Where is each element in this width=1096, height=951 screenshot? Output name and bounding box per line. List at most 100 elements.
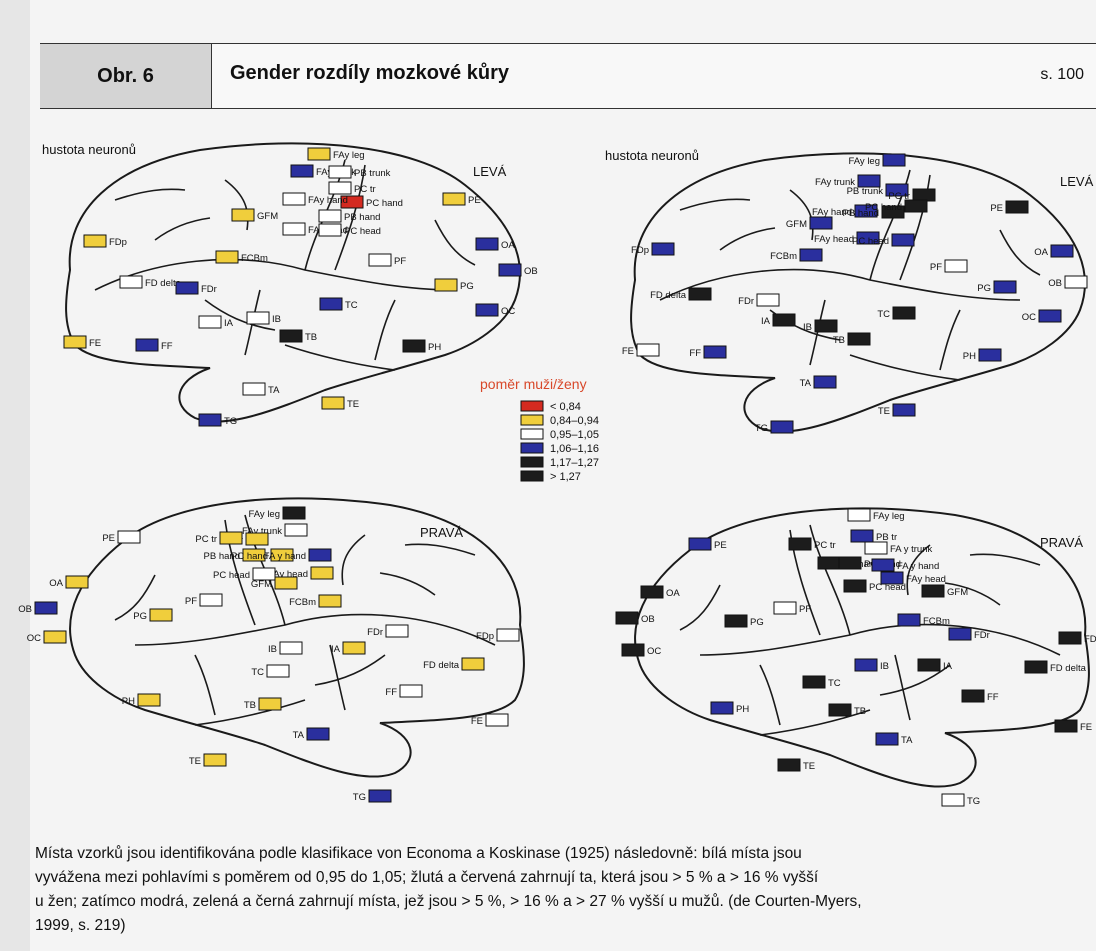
sulcus-line — [134, 613, 496, 646]
marker-top-left-pb-trunk — [328, 165, 352, 179]
marker-label-bottom-right-fay-leg: FAy leg — [873, 511, 905, 522]
marker-bottom-left-ia — [342, 641, 366, 655]
marker-top-left-fay-leg — [307, 147, 331, 161]
marker-label-bottom-right-fa-y-trunk: FA y trunk — [890, 544, 932, 555]
marker-bottom-left-fcbm — [318, 594, 342, 608]
marker-label-bottom-right-gfm: GFM — [947, 587, 968, 598]
marker-bottom-left-ff — [399, 684, 423, 698]
legend-swatch-5 — [520, 470, 544, 482]
marker-bottom-right-te — [777, 758, 801, 772]
marker-top-left-tg — [198, 413, 222, 427]
marker-label-bottom-right-pc-tr: PC tr — [814, 540, 836, 551]
marker-label-bottom-right-fdp: FDp — [1084, 634, 1096, 645]
marker-label-top-left-oc: OC — [501, 306, 515, 317]
marker-label-bottom-left-gfm: GFM — [251, 579, 272, 590]
marker-bottom-right-pc-hand — [838, 556, 862, 570]
marker-bottom-left-fd-delta — [461, 657, 485, 671]
marker-label-bottom-right-ph: PH — [736, 704, 749, 715]
marker-bottom-right-tc — [802, 675, 826, 689]
marker-bottom-right-ib — [854, 658, 878, 672]
marker-bottom-left-oc — [43, 630, 67, 644]
marker-label-bottom-right-ta: TA — [901, 735, 913, 746]
marker-label-bottom-right-fa-y-hand: FA y hand — [897, 561, 939, 572]
marker-label-top-left-tb: TB — [305, 332, 317, 343]
marker-bottom-right-ia — [917, 658, 941, 672]
marker-bottom-right-fa-y-trunk — [864, 541, 888, 555]
sulcus-line — [379, 572, 436, 596]
marker-label-top-left-pg: PG — [460, 281, 474, 292]
brain-bottom-left: PRAVÁ — [69, 497, 525, 778]
marker-bottom-left-pb-hand — [242, 548, 266, 562]
marker-label-bottom-left-ff: FF — [385, 687, 397, 698]
brain-outline — [630, 152, 1086, 433]
legend-title: poměr muži/ženy — [480, 376, 587, 392]
sulcus-line — [329, 644, 346, 711]
marker-bottom-right-pg — [724, 614, 748, 628]
marker-bottom-left-pc-tr — [219, 531, 243, 545]
marker-bottom-right-fd-delta — [1024, 660, 1048, 674]
marker-top-left-pf — [368, 253, 392, 267]
marker-label-top-left-fd-delta: FD delta — [145, 278, 182, 289]
marker-top-right-fd-delta — [688, 287, 712, 301]
sulcus-line — [999, 229, 1041, 276]
marker-bottom-left-pc-hand — [270, 548, 294, 562]
legend-swatch-1 — [520, 414, 544, 426]
marker-bottom-left-gfm — [274, 576, 298, 590]
sulcus-line — [224, 179, 249, 231]
marker-top-left-oa — [475, 237, 499, 251]
marker-top-left-ob — [498, 263, 522, 277]
marker-label-top-left-pb-trunk: PB trunk — [354, 168, 391, 179]
sulcus-line — [969, 553, 1041, 566]
marker-label-top-right-fay-trunk: FAy trunk — [815, 177, 855, 188]
marker-bottom-right-fay-head — [880, 571, 904, 585]
marker-label-bottom-left-pc-tr: PC tr — [195, 534, 217, 545]
marker-bottom-right-oc — [621, 643, 645, 657]
marker-top-right-fay-leg — [882, 153, 906, 167]
marker-label-top-left-tc: TC — [345, 300, 358, 311]
sulcus-line — [659, 268, 1021, 301]
figure-label: Obr. 6 — [40, 44, 212, 108]
marker-top-right-tg — [770, 420, 794, 434]
marker-top-right-ia — [772, 313, 796, 327]
marker-top-right-te — [892, 403, 916, 417]
marker-bottom-left-pb-tr — [245, 532, 269, 546]
sulcus-line — [194, 699, 306, 726]
marker-label-bottom-left-ta: TA — [293, 730, 305, 741]
marker-label-top-right-tb: TB — [833, 335, 845, 346]
brain-bottom-right: PRAVÁ — [634, 507, 1090, 788]
marker-label-bottom-left-fcbm: FCBm — [289, 597, 316, 608]
marker-label-bottom-left-fe: FE — [471, 716, 483, 727]
marker-label-top-left-fdp: FDp — [109, 237, 127, 248]
marker-label-bottom-right-tg: TG — [967, 796, 980, 807]
marker-top-right-tc — [892, 306, 916, 320]
marker-label-top-right-pc-hand: PC hand — [865, 202, 902, 213]
marker-label-bottom-right-tc: TC — [828, 678, 841, 689]
marker-top-left-pb-hand — [318, 209, 342, 223]
legend-label-3: 1,06–1,16 — [550, 443, 599, 455]
marker-label-top-right-pc-head: PC head — [852, 236, 889, 247]
caption-line-2: vyvážena mezi pohlavími s poměrem od 0,9… — [35, 869, 819, 886]
sulcus-line — [894, 654, 911, 721]
marker-label-bottom-left-fdr: FDr — [367, 627, 383, 638]
marker-bottom-right-pf — [773, 601, 797, 615]
hemisphere-label: PRAVÁ — [1040, 535, 1083, 550]
marker-label-bottom-left-ob: OB — [18, 604, 32, 615]
marker-top-left-tc — [319, 297, 343, 311]
sulcus-line — [94, 258, 456, 291]
marker-bottom-left-fdp — [496, 628, 520, 642]
marker-label-top-left-ph: PH — [428, 342, 441, 353]
marker-top-right-fdp — [651, 242, 675, 256]
legend-swatch-4 — [520, 456, 544, 468]
marker-bottom-right-fa-y-hand — [871, 558, 895, 572]
marker-top-right-pg — [993, 280, 1017, 294]
page-margin-strip — [0, 0, 30, 951]
marker-label-top-left-ta: TA — [268, 385, 280, 396]
marker-label-bottom-left-fay-trunk: FAy trunk — [242, 526, 282, 537]
marker-label-top-right-ob: OB — [1048, 278, 1062, 289]
legend-swatch-0 — [520, 400, 544, 412]
marker-label-top-right-oc: OC — [1022, 312, 1036, 323]
marker-bottom-left-fe — [485, 713, 509, 727]
marker-bottom-right-oa — [640, 585, 664, 599]
marker-label-bottom-right-fdr: FDr — [974, 630, 990, 641]
brain-outline — [634, 507, 1090, 788]
